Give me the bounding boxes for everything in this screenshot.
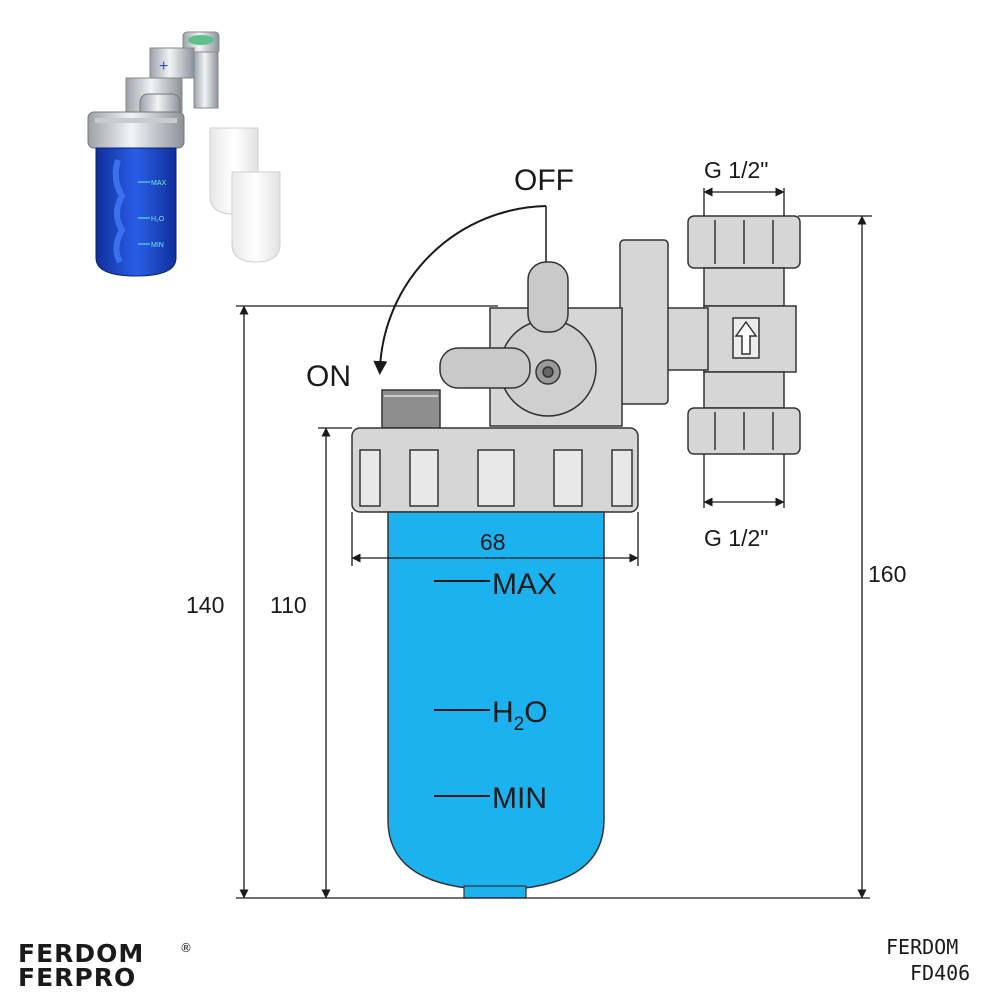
thumb-plus-sign: + xyxy=(159,58,168,75)
connector-arm xyxy=(663,307,709,371)
logo-line-1: FERDOM xyxy=(18,939,144,968)
cap-grip xyxy=(409,449,439,507)
thumb-valve-block xyxy=(149,47,195,79)
thumb-refill-cartridge-2 xyxy=(231,171,281,263)
thumb-blue-bowl xyxy=(95,147,177,277)
ferdom-ferpro-logo: FERDOM ® FERPRO xyxy=(18,939,192,992)
cap-grip xyxy=(553,449,583,507)
dim-68-label: 68 xyxy=(480,529,506,555)
thumb-min-label: MIN xyxy=(151,242,164,249)
min-level-label: MIN xyxy=(492,782,547,815)
dim-160-label: 160 xyxy=(868,561,906,587)
thumb-green-seal xyxy=(188,35,214,45)
cap-grip xyxy=(359,449,381,507)
cap-grip xyxy=(611,449,633,507)
valve-assembly xyxy=(381,239,669,429)
flow-direction-arrow-icon xyxy=(734,320,758,355)
outlet-neck xyxy=(703,371,785,409)
rotation-arrow-icon xyxy=(373,205,547,375)
h2o-level-label: H2O xyxy=(492,696,548,735)
thumb-cap-band xyxy=(95,118,177,123)
thumb-cap xyxy=(87,111,185,149)
valve-handle-off xyxy=(527,261,569,333)
dimension-lines xyxy=(236,187,872,899)
valve-side-column xyxy=(619,239,669,405)
logo-registered-mark: ® xyxy=(180,941,192,955)
thumb-bowl-ribbing xyxy=(112,159,126,264)
corner-model-code: FD406 xyxy=(910,961,970,985)
bowl-cap xyxy=(351,427,639,513)
inlet-neck xyxy=(703,267,785,307)
dim-140-label: 140 xyxy=(186,592,224,618)
thumb-side-pipe xyxy=(193,51,219,109)
valve-off-label: OFF xyxy=(514,164,574,197)
connection-top-label: G 1/2" xyxy=(704,157,768,183)
valve-screw-center xyxy=(542,366,554,378)
connection-bottom-label: G 1/2" xyxy=(704,525,768,551)
inlet-fitting xyxy=(663,215,801,455)
product-thumbnail: + MAX H₂O MIN xyxy=(87,31,281,277)
corner-brand-name: FERDOM xyxy=(886,935,958,959)
thumb-h2o-label: H₂O xyxy=(151,216,165,223)
max-level-label: MAX xyxy=(492,568,557,601)
valve-handle-on xyxy=(439,347,531,389)
bowl-base-nub xyxy=(463,885,527,899)
thumb-max-label: MAX xyxy=(151,180,167,187)
logo-line-2: FERPRO xyxy=(18,963,136,992)
cap-grip xyxy=(477,449,515,507)
dim-110-label: 110 xyxy=(270,592,307,618)
valve-on-label: ON xyxy=(306,360,351,393)
